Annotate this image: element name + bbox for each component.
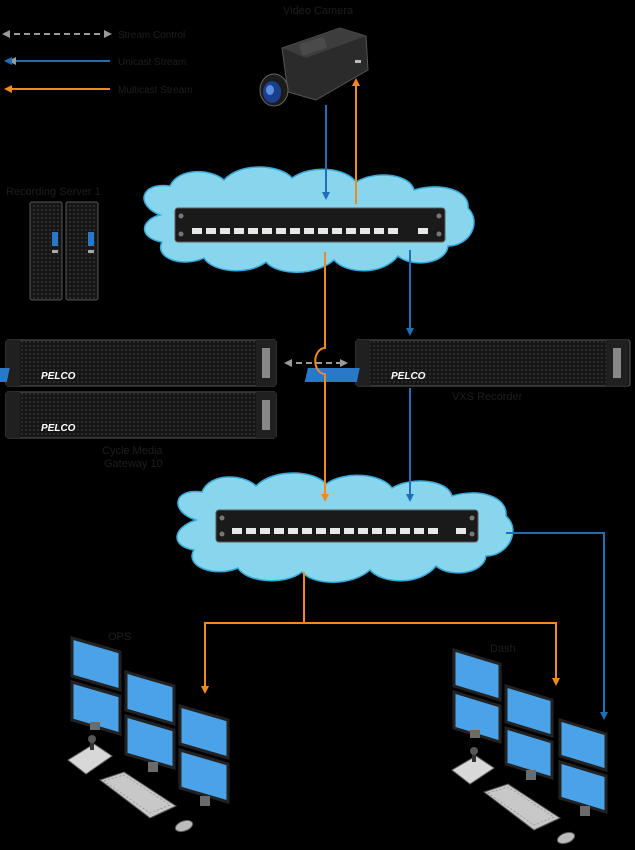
legend: Stream Control Unicast Stream Multicast … xyxy=(2,30,192,96)
workstation-left-label: OPS xyxy=(108,631,131,643)
camera-icon xyxy=(259,27,369,107)
rack-server-gateway-2: PELCO xyxy=(5,391,277,439)
vxs-label: VXS Recorder xyxy=(452,391,523,403)
pelco-logo: PELCO xyxy=(391,371,426,382)
monitor-icon xyxy=(70,636,230,806)
network-switch-top xyxy=(174,207,446,243)
tower-server-right xyxy=(65,201,99,301)
joystick-icon xyxy=(67,735,113,775)
stream-lines xyxy=(201,78,608,720)
multicast-to-workstations xyxy=(201,572,305,694)
storage-label: Recording Server 1 xyxy=(6,186,101,198)
legend-multicast-label: Multicast Stream xyxy=(118,85,192,96)
camera-label: Video Camera xyxy=(283,5,354,17)
legend-unicast-label: Unicast Stream xyxy=(118,57,186,68)
rack-server-vxs: PELCO xyxy=(304,339,631,387)
workstation-right xyxy=(451,647,608,845)
legend-control-label: Stream Control xyxy=(118,30,185,41)
joystick-icon xyxy=(451,747,495,785)
unicast-to-right-workstation xyxy=(506,532,608,720)
pelco-logo: PELCO xyxy=(41,371,76,382)
network-switch-bottom xyxy=(215,509,479,543)
mouse-icon xyxy=(556,831,576,845)
monitor-icon xyxy=(452,647,608,816)
gateway-label-line2: Gateway 10 xyxy=(104,458,163,470)
workstation-right-label: Dash xyxy=(490,643,516,655)
keyboard-icon xyxy=(482,783,562,831)
rack-server-gateway-1: PELCO xyxy=(0,339,277,387)
workstation-left xyxy=(67,636,230,833)
mouse-icon xyxy=(174,819,194,833)
gateway-label-line1: Cycle Media xyxy=(102,445,163,457)
pelco-logo: PELCO xyxy=(41,423,76,434)
tower-server-left xyxy=(29,201,63,301)
keyboard-icon xyxy=(98,771,178,819)
